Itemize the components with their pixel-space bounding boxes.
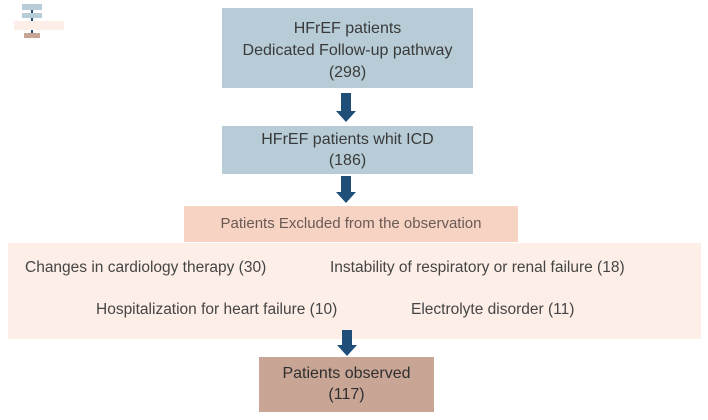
arrow-down-icon: [336, 176, 356, 203]
observed-patients-count: (117): [328, 386, 365, 403]
total-patients-title: HFrEF patients: [293, 20, 402, 37]
icd-patients-box: HFrEF patients whit ICD (186): [222, 126, 473, 174]
excluded-title: Patients Excluded from the observation: [220, 215, 482, 232]
exclusion-item: Instability of respiratory or renal fail…: [330, 259, 625, 276]
exclusion-item: Hospitalization for heart failure (10): [96, 301, 338, 318]
flowchart-thumbnail: [14, 2, 66, 38]
exclusion-item: Changes in cardiology therapy (30): [25, 259, 267, 276]
icd-patients-title: HFrEF patients whit ICD: [261, 131, 434, 148]
exclusions-box: Changes in cardiology therapy (30) Insta…: [8, 243, 701, 339]
exclusion-item: Electrolyte disorder (11): [411, 301, 575, 318]
observed-patients-box: Patients observed (117): [259, 357, 434, 412]
observed-patients-title: Patients observed: [282, 365, 411, 382]
arrow-down-icon: [337, 330, 357, 356]
icd-patients-count: (186): [328, 152, 367, 169]
excluded-title-box: Patients Excluded from the observation: [184, 206, 518, 242]
total-patients-subtitle: Dedicated Follow-up pathway: [242, 42, 453, 59]
arrow-down-icon: [336, 93, 356, 122]
total-patients-count: (298): [328, 64, 367, 81]
total-patients-box: HFrEF patients Dedicated Follow-up pathw…: [222, 8, 473, 88]
